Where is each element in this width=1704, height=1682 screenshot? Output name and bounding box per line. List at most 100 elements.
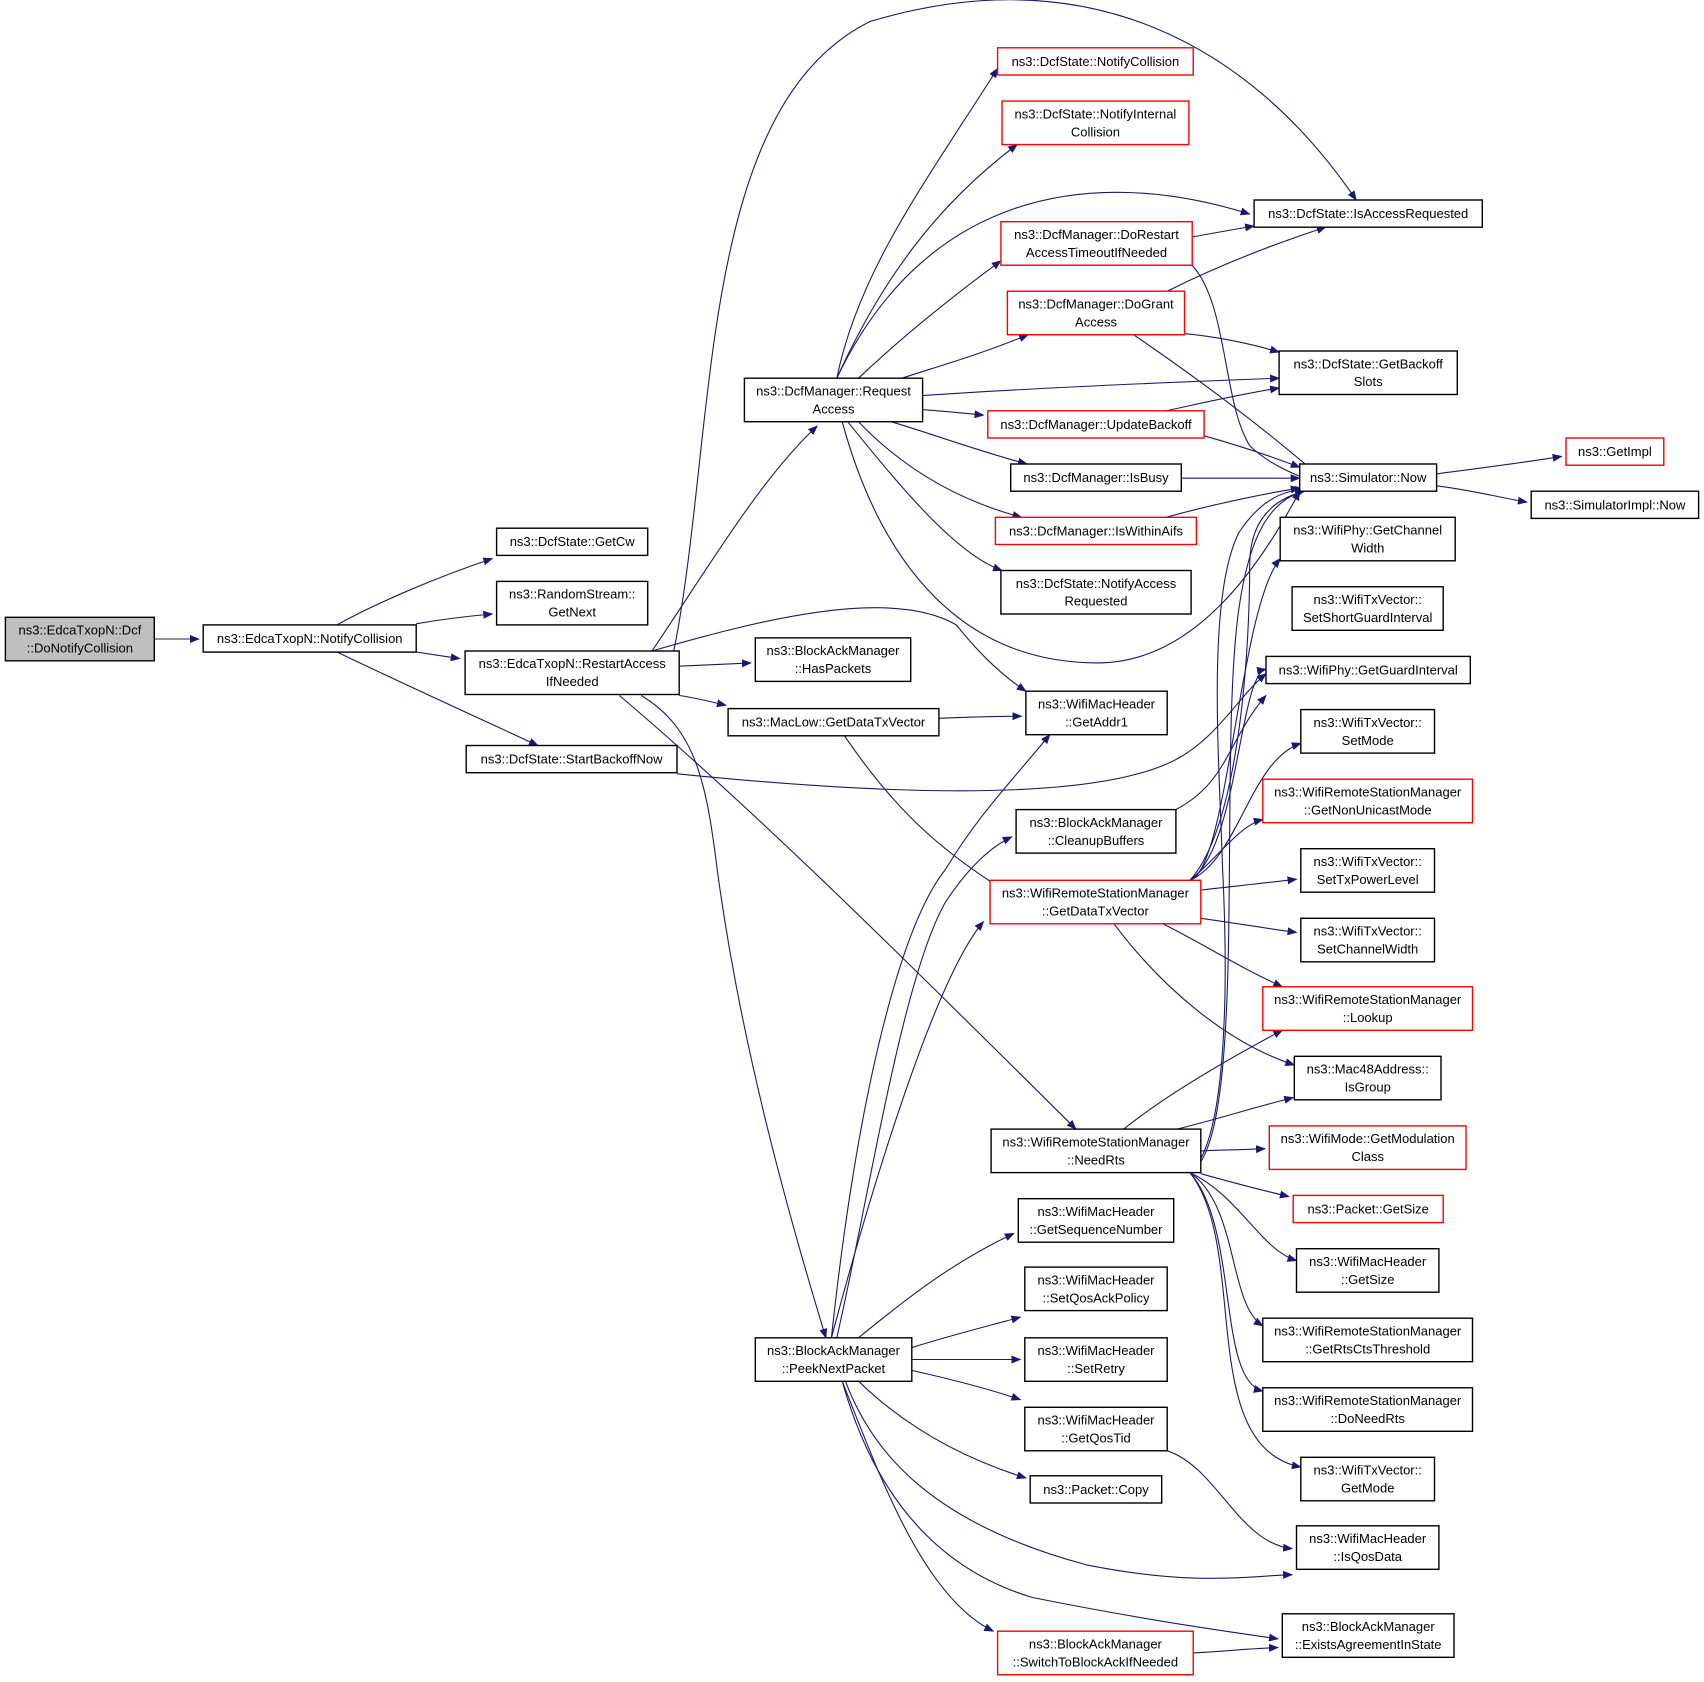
function-node-get-impl[interactable]: ns3::GetImpl	[1565, 437, 1665, 466]
function-node-lookup[interactable]: ns3::WifiRemoteStationManager::Lookup	[1262, 986, 1474, 1031]
function-node-need-rts[interactable]: ns3::WifiRemoteStationManager::NeedRts	[990, 1128, 1202, 1174]
function-node-start-backoff[interactable]: ns3::DcfState::StartBackoffNow	[465, 744, 678, 774]
function-node-peek-next-packet[interactable]: ns3::BlockAckManager::PeekNextPacket	[754, 1337, 913, 1383]
function-node-get-non-unicast[interactable]: ns3::WifiRemoteStationManager::GetNonUni…	[1262, 778, 1474, 824]
node-label: ::GetNonUnicastMode	[1304, 802, 1432, 817]
call-edge	[679, 659, 752, 668]
function-node-wrsm-get-data-tx-vector[interactable]: ns3::WifiRemoteStationManager::GetDataTx…	[989, 879, 1202, 925]
function-node-packet-copy[interactable]: ns3::Packet::Copy	[1029, 1475, 1163, 1504]
node-label: ns3::GetImpl	[1578, 444, 1652, 459]
node-label: ns3::EdcaTxopN::NotifyCollision	[217, 631, 403, 646]
function-node-exists-agreement[interactable]: ns3::BlockAckManager::ExistsAgreementInS…	[1281, 1613, 1455, 1659]
function-node-set-tx-power[interactable]: ns3::WifiTxVector::SetTxPowerLevel	[1300, 848, 1436, 893]
node-label: ::SetQosAckPolicy	[1043, 1290, 1150, 1305]
node-label: ns3::WifiMacHeader	[1037, 1413, 1155, 1428]
function-node-is-access-requested[interactable]: ns3::DcfState::IsAccessRequested	[1253, 199, 1483, 228]
call-edge	[673, 0, 1357, 652]
function-node-update-backoff[interactable]: ns3::DcfManager::UpdateBackoff	[987, 410, 1205, 439]
function-node-switch-to-block-ack[interactable]: ns3::BlockAckManager::SwitchToBlockAckIf…	[996, 1630, 1194, 1676]
node-label: ns3::WifiMacHeader	[1037, 1343, 1155, 1358]
node-label: ns3::WifiTxVector::	[1314, 924, 1422, 939]
node-box	[1268, 1125, 1467, 1171]
node-label: GetMode	[1341, 1481, 1394, 1496]
function-node-set-qos-ack[interactable]: ns3::WifiMacHeader::SetQosAckPolicy	[1024, 1266, 1168, 1312]
call-edge	[336, 651, 539, 746]
function-node-has-packets[interactable]: ns3::BlockAckManager::HasPackets	[754, 637, 912, 683]
node-label: ns3::DcfManager::DoRestart	[1014, 227, 1179, 242]
call-edge	[836, 836, 1013, 1338]
node-label: ns3::Mac48Address::	[1307, 1062, 1429, 1077]
function-node-set-retry[interactable]: ns3::WifiMacHeader::SetRetry	[1024, 1337, 1168, 1383]
function-node-getnext[interactable]: ns3::RandomStream::GetNext	[495, 580, 649, 626]
node-box	[1262, 778, 1474, 824]
function-node-sim-impl-now[interactable]: ns3::SimulatorImpl::Now	[1530, 490, 1700, 520]
function-node-set-channel-width[interactable]: ns3::WifiTxVector::SetChannelWidth	[1300, 917, 1436, 963]
node-box	[1278, 350, 1458, 396]
call-edge	[1175, 694, 1267, 811]
function-node-root[interactable]: ns3::EdcaTxopN::Dcf::DoNotifyCollision	[4, 616, 155, 662]
node-label: IsGroup	[1345, 1080, 1391, 1095]
function-node-notify-collision[interactable]: ns3::EdcaTxopN::NotifyCollision	[202, 624, 417, 653]
node-label: ::SetRetry	[1067, 1361, 1125, 1376]
node-box	[996, 47, 1194, 76]
call-edge	[1200, 876, 1298, 891]
node-label: ns3::DcfManager::DoGrant	[1018, 297, 1174, 312]
function-node-get-addr1[interactable]: ns3::WifiMacHeader::GetAddr1	[1025, 690, 1168, 736]
node-label: ::HasPackets	[795, 661, 872, 676]
call-edge	[938, 712, 1023, 721]
node-label: ns3::WifiMode::GetModulation	[1281, 1131, 1455, 1146]
node-label: ::DoNotifyCollision	[27, 641, 133, 656]
function-node-packet-get-size[interactable]: ns3::Packet::GetSize	[1292, 1194, 1444, 1224]
function-node-notify-collision-state[interactable]: ns3::DcfState::NotifyCollision	[996, 47, 1194, 76]
call-edge	[1184, 333, 1281, 354]
node-box	[754, 1337, 913, 1383]
node-label: ns3::DcfManager::UpdateBackoff	[1000, 417, 1192, 432]
node-label: ns3::WifiRemoteStationManager	[1002, 1134, 1190, 1149]
call-edge	[1113, 923, 1296, 1066]
call-edge	[1436, 485, 1528, 505]
node-box	[202, 624, 417, 653]
node-box	[1017, 1197, 1175, 1243]
function-node-get-mode[interactable]: ns3::WifiTxVector::GetMode	[1300, 1456, 1436, 1502]
function-node-getcw[interactable]: ns3::DcfState::GetCw	[495, 527, 649, 557]
call-edge	[922, 374, 1281, 397]
call-edge	[1123, 1029, 1284, 1130]
call-edge	[858, 421, 1023, 519]
function-node-do-restart[interactable]: ns3::DcfManager::DoRestartAccessTimeoutI…	[1000, 220, 1193, 266]
call-edge	[1189, 1172, 1264, 1327]
call-edge	[1165, 485, 1301, 518]
node-box	[1300, 708, 1436, 754]
function-node-cleanup-buffers[interactable]: ns3::BlockAckManager::CleanupBuffers	[1015, 808, 1177, 854]
function-node-get-rts-cts[interactable]: ns3::WifiRemoteStationManager::GetRtsCts…	[1262, 1317, 1474, 1363]
function-node-sim-now[interactable]: ns3::Simulator::Now	[1298, 463, 1438, 492]
function-node-do-need-rts[interactable]: ns3::WifiRemoteStationManager::DoNeedRts	[1262, 1387, 1474, 1433]
call-edge	[841, 1381, 1279, 1642]
function-node-get-seq-num[interactable]: ns3::WifiMacHeader::GetSequenceNumber	[1017, 1197, 1175, 1243]
node-box	[1015, 808, 1177, 854]
function-node-is-busy[interactable]: ns3::DcfManager::IsBusy	[1010, 463, 1183, 492]
function-node-get-data-tx-vector[interactable]: ns3::MacLow::GetDataTxVector	[727, 707, 940, 737]
node-box	[727, 707, 940, 737]
node-label: ns3::DcfState::GetBackoff	[1294, 356, 1444, 371]
node-box	[1265, 655, 1472, 685]
function-node-is-qos-data[interactable]: ns3::WifiMacHeader::IsQosData	[1295, 1525, 1440, 1571]
function-node-phy-get-guard[interactable]: ns3::WifiPhy::GetGuardInterval	[1265, 655, 1472, 685]
function-node-set-short-guard[interactable]: ns3::WifiTxVector::SetShortGuardInterval	[1291, 586, 1444, 631]
function-node-set-mode[interactable]: ns3::WifiTxVector::SetMode	[1300, 708, 1436, 754]
function-node-is-group[interactable]: ns3::Mac48Address::IsGroup	[1293, 1055, 1442, 1101]
function-node-get-qos-tid[interactable]: ns3::WifiMacHeader::GetQosTid	[1024, 1406, 1168, 1452]
node-label: ::ExistsAgreementInState	[1295, 1637, 1442, 1652]
node-box	[1300, 1456, 1436, 1502]
function-node-is-within-aifs[interactable]: ns3::DcfManager::IsWithinAifs	[994, 516, 1198, 546]
node-label: ns3::WifiTxVector::	[1314, 715, 1422, 730]
function-node-hdr-get-size[interactable]: ns3::WifiMacHeader::GetSize	[1295, 1247, 1440, 1293]
call-edge	[416, 610, 494, 625]
